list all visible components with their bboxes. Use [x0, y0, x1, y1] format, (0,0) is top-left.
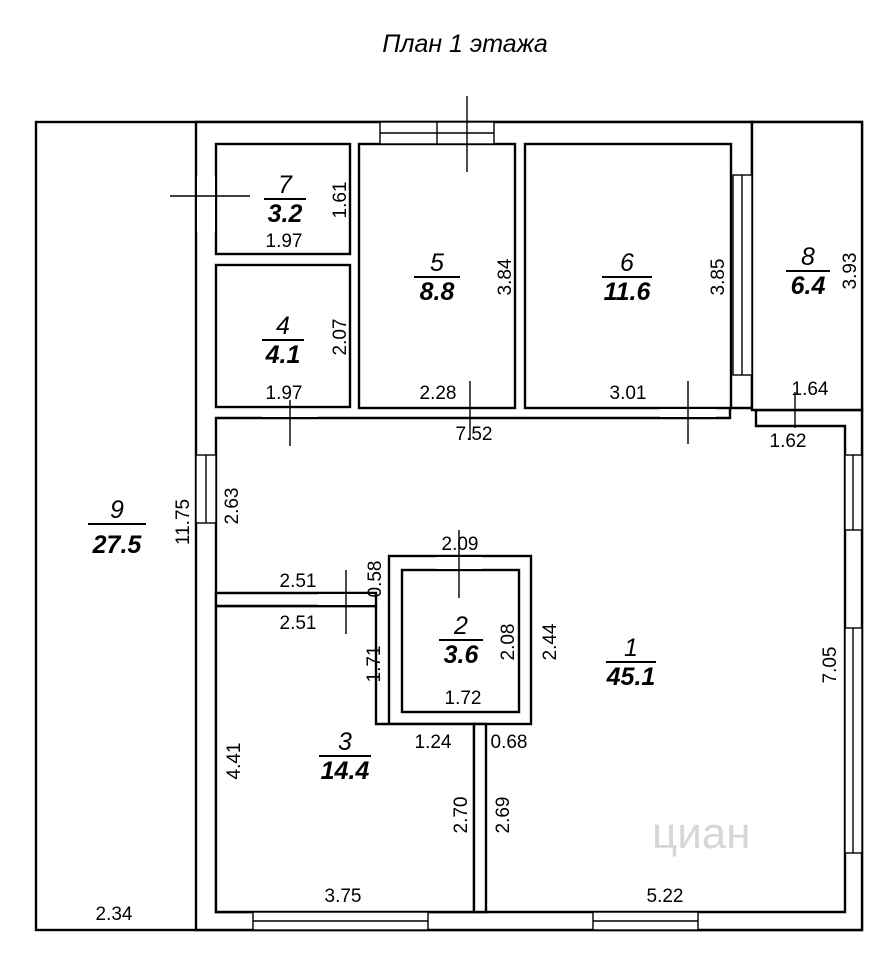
dim-room1-height: 7.05 [820, 647, 841, 684]
svg-text:3.6: 3.6 [444, 641, 480, 669]
room-label-8: 8 6.4 [786, 243, 830, 300]
watermark-logo: циан [652, 809, 751, 858]
dim-room9-width: 2.34 [96, 904, 133, 925]
svg-text:5: 5 [430, 249, 444, 277]
svg-text:45.1: 45.1 [606, 663, 656, 691]
dim-room7-height: 1.61 [330, 182, 351, 219]
dim-room5-width: 2.28 [420, 383, 457, 404]
dim-room8-height: 3.93 [840, 253, 861, 290]
dim-room3-right-height: 2.70 [451, 797, 472, 834]
svg-text:14.4: 14.4 [321, 757, 370, 785]
dim-room3-width: 3.75 [325, 886, 362, 907]
svg-text:27.5: 27.5 [92, 531, 143, 559]
svg-text:1: 1 [624, 634, 638, 662]
room-1-left-wall [472, 722, 488, 914]
room-label-4: 4 4.1 [262, 312, 304, 369]
plan-title: План 1 этажа [382, 30, 548, 58]
svg-text:6: 6 [620, 249, 634, 277]
svg-text:3.2: 3.2 [268, 200, 303, 228]
room-label-3: 3 14.4 [319, 728, 371, 785]
room-label-9: 9 27.5 [88, 496, 146, 559]
room-4 [214, 263, 352, 409]
dim-hall-right-low: 2.69 [493, 797, 514, 834]
svg-text:2: 2 [453, 612, 468, 640]
svg-text:3: 3 [338, 728, 352, 756]
svg-text:7: 7 [278, 171, 293, 199]
svg-text:4: 4 [276, 312, 290, 340]
svg-text:6.4: 6.4 [791, 272, 826, 300]
dim-room4-height: 2.07 [330, 319, 351, 356]
dim-room3-upper-height: 1.71 [364, 646, 385, 683]
svg-text:11.6: 11.6 [604, 278, 652, 306]
dim-room8-width: 1.64 [792, 379, 829, 400]
dim-hall-passage: 0.68 [491, 732, 528, 753]
room-label-5: 5 8.8 [414, 249, 460, 306]
dim-hall-width-a: 2.51 [280, 571, 317, 592]
room-label-2: 2 3.6 [439, 612, 483, 669]
dim-room2-height: 2.08 [498, 624, 519, 661]
dim-room6-height: 3.85 [708, 259, 729, 296]
svg-text:8.8: 8.8 [420, 278, 455, 306]
dim-room2-outer-height: 2.44 [540, 623, 561, 660]
dim-room2-width: 1.72 [445, 688, 482, 709]
room-label-6: 6 11.6 [602, 249, 652, 306]
dim-room4-width: 1.97 [266, 383, 303, 404]
dim-room9-height: 11.75 [173, 499, 194, 545]
dim-room7-width: 1.97 [266, 231, 303, 252]
room-label-1: 1 45.1 [606, 634, 656, 691]
dim-hall-left-height: 2.63 [222, 488, 243, 525]
dim-room6-width: 3.01 [610, 383, 647, 404]
svg-text:8: 8 [801, 243, 815, 271]
dim-hall-gap: 0.58 [365, 561, 386, 598]
dim-room2-outer-width: 2.09 [442, 534, 479, 555]
svg-text:9: 9 [110, 496, 124, 524]
dim-vestibule-width: 1.62 [770, 431, 807, 452]
dim-room3-width-top: 1.24 [415, 732, 452, 753]
dim-room5-height: 3.84 [495, 258, 516, 295]
dim-corridor-width: 7.52 [456, 424, 493, 445]
dim-hall-width-b: 2.51 [280, 613, 317, 634]
svg-text:4.1: 4.1 [265, 341, 301, 369]
dim-room3-height: 4.41 [224, 743, 245, 780]
dim-room1-width: 5.22 [647, 886, 684, 907]
room-label-7: 7 3.2 [264, 171, 306, 228]
